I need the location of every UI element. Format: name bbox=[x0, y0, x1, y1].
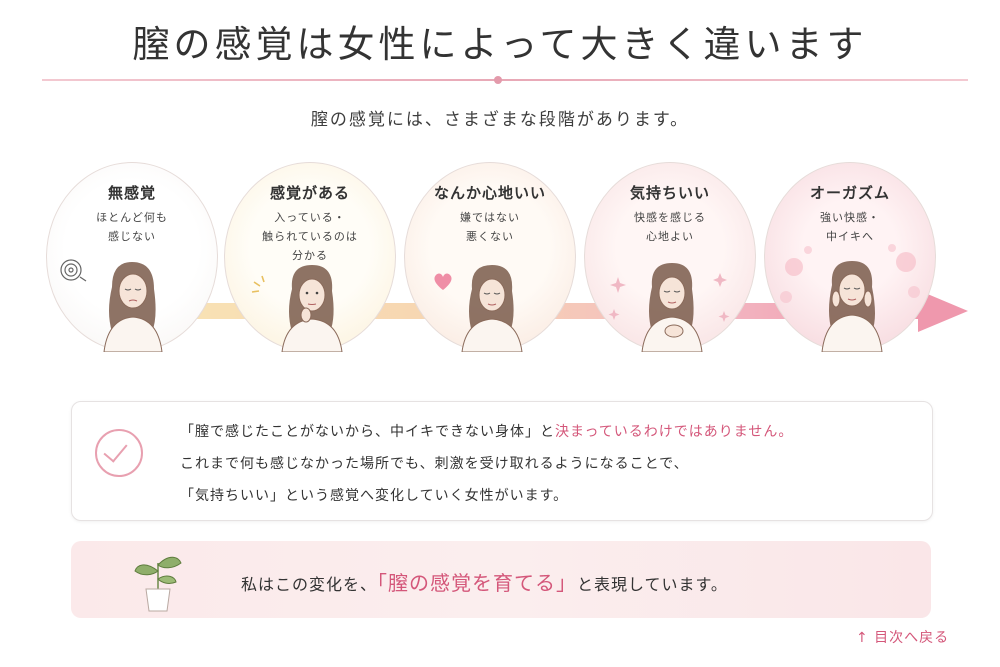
stage-desc-line: 強い快感・ bbox=[820, 211, 880, 224]
closing-suffix: と表現しています。 bbox=[577, 575, 728, 594]
stage-desc-line: 心地よい bbox=[646, 230, 694, 243]
stage-card-orgasm: オーガズム 強い快感・ 中イキへ bbox=[764, 162, 936, 352]
page-title: 膣の感覚は女性によって大きく違います bbox=[132, 23, 868, 66]
stage-desc-line: 悪くない bbox=[466, 230, 514, 243]
stage-desc-line: 快感を感じる bbox=[634, 211, 706, 224]
back-to-toc-link[interactable]: ↑ 目次へ戻る bbox=[856, 630, 950, 646]
closing-box: 私はこの変化を、「膣の感覚を育てる」と表現しています。 bbox=[71, 541, 931, 618]
woman-illustration-icon bbox=[821, 261, 883, 352]
stage-desc-line: 触られているのは bbox=[262, 230, 358, 243]
stage-desc-line: 分かる bbox=[292, 249, 328, 262]
message-line: 「気持ちいい」という感覚へ変化していく女性がいます。 bbox=[180, 488, 569, 504]
stage-desc-line: 感じない bbox=[108, 230, 156, 243]
woman-illustration-icon bbox=[281, 265, 343, 352]
stage-desc-line: 中イキへ bbox=[826, 230, 874, 243]
stage-card-somewhat-pleasant: なんか心地いい 嫌ではない 悪くない bbox=[404, 162, 576, 352]
woman-illustration-icon bbox=[103, 262, 163, 352]
message-line: 「膣で感じたことがないから、中イキできない身体」と決まっているわけではありません… bbox=[180, 421, 793, 441]
divider-dot bbox=[494, 76, 502, 84]
stage-title: オーガズム bbox=[809, 184, 890, 202]
message-text: 「膣で感じたことがないから、中イキできない身体」と bbox=[180, 424, 555, 440]
check-mark bbox=[103, 437, 128, 463]
glow-bokeh-icon bbox=[780, 244, 920, 303]
stage-card-no-sensation: 無感覚 ほとんど何も 感じない bbox=[46, 162, 218, 352]
stage-desc-line: ほとんど何も bbox=[96, 211, 168, 224]
confusion-scribble-icon bbox=[60, 259, 87, 282]
message-line: これまで何も感じなかった場所でも、刺激を受け取れるようになることで、 bbox=[180, 456, 689, 472]
stage-title: なんか心地いい bbox=[433, 184, 546, 202]
sparkle-lines-icon bbox=[251, 275, 265, 293]
heart-icon bbox=[434, 273, 452, 290]
stage-desc-line: 入っている・ bbox=[274, 211, 346, 224]
title-divider bbox=[42, 79, 968, 81]
stage-title: 気持ちいい bbox=[629, 184, 710, 202]
closing-text: 私はこの変化を、「膣の感覚を育てる」と表現しています。 bbox=[241, 567, 728, 596]
stage-card-some-sensation: 感覚がある 入っている・ 触られているのは 分かる bbox=[224, 162, 396, 352]
stage-description: 入っている・ 触られているのは 分かる bbox=[224, 208, 396, 265]
stage-description: 嫌ではない 悪くない bbox=[404, 208, 576, 246]
page-subtitle: 膣の感覚には、さまざまな段階があります。 bbox=[310, 110, 690, 130]
stage-description: 強い快感・ 中イキへ bbox=[764, 208, 936, 246]
stage-title: 感覚がある bbox=[269, 184, 350, 202]
sparkle-icon bbox=[608, 273, 730, 322]
message-emphasis: 決まっているわけではありません。 bbox=[555, 424, 794, 440]
stage-card-feels-good: 気持ちいい 快感を感じる 心地よい bbox=[584, 162, 756, 352]
check-circle-icon bbox=[95, 429, 143, 477]
stage-title: 無感覚 bbox=[107, 184, 156, 202]
stage-description: ほとんど何も 感じない bbox=[46, 208, 218, 246]
message-box: 「膣で感じたことがないから、中イキできない身体」と決まっているわけではありません… bbox=[71, 401, 933, 521]
woman-illustration-icon bbox=[461, 265, 523, 352]
closing-highlight: 「膣の感覚を育てる」 bbox=[377, 571, 578, 595]
stage-description: 快感を感じる 心地よい bbox=[584, 208, 756, 246]
woman-illustration-icon bbox=[641, 263, 703, 352]
potted-plant-icon bbox=[134, 556, 182, 612]
stage-desc-line: 嫌ではない bbox=[460, 211, 520, 224]
closing-prefix: 私はこの変化を、 bbox=[241, 575, 378, 594]
